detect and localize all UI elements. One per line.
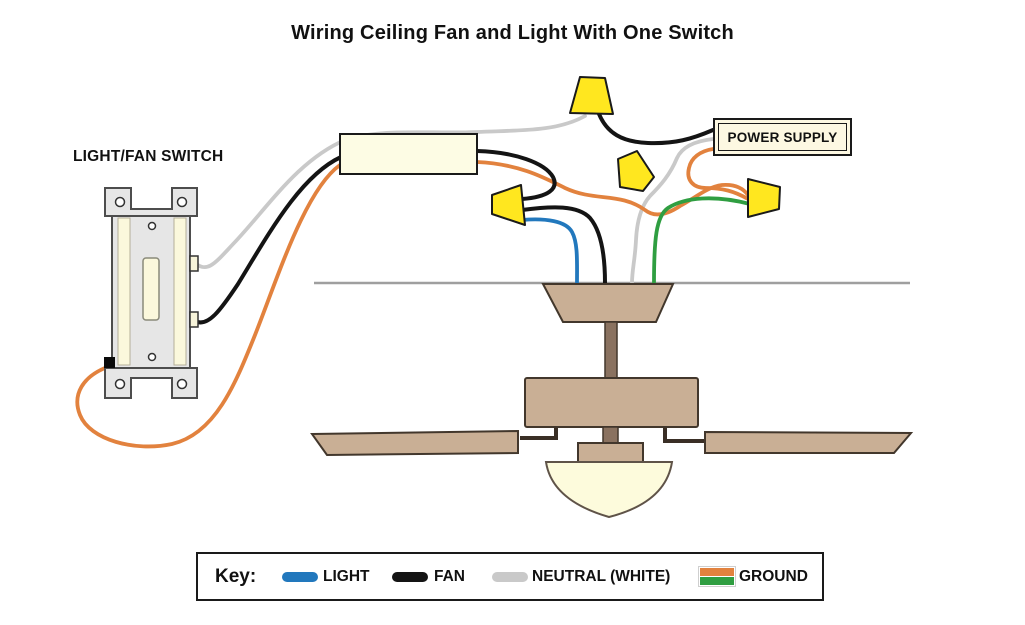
- screw-hole: [114, 378, 126, 390]
- screw-hole: [147, 352, 157, 362]
- ground-wire-swatch: [698, 566, 736, 587]
- legend-label-ground: GROUND: [739, 567, 808, 585]
- fan-light-fitter: [577, 442, 644, 464]
- ground-wire-power-to-nut: [686, 147, 750, 201]
- ground-wire-switch-to-box: [75, 163, 342, 449]
- fan-light-globe: [544, 461, 674, 519]
- screw-hole: [176, 378, 188, 390]
- wire-nut-left: [491, 184, 526, 226]
- legend-label-neutral: NEUTRAL (WHITE): [532, 567, 671, 585]
- ground-wire-nut-to-fan: [652, 196, 752, 285]
- switch-terminal-neutral: [189, 255, 199, 272]
- fan-light-stem: [602, 426, 619, 445]
- wire-nut-top: [569, 76, 614, 115]
- light-fan-switch: [104, 187, 199, 399]
- legend-label-fan: FAN: [434, 567, 465, 585]
- light-wire-swatch: [282, 571, 318, 582]
- junction-box: [339, 133, 478, 175]
- legend: Key: LIGHT FAN NEUTRAL (WHITE) GROUND: [196, 552, 824, 601]
- wire-nuts: [491, 76, 781, 226]
- switch-toggle[interactable]: [142, 257, 160, 321]
- ground-green-bar: [700, 577, 734, 585]
- fan-blade-right: [704, 430, 914, 454]
- ground-orange-wires: [75, 147, 750, 449]
- legend-swatch-fan: [392, 554, 428, 599]
- fan-motor-housing: [524, 377, 699, 428]
- ceiling-fan: [310, 283, 914, 519]
- fan-downrod: [604, 321, 618, 381]
- fan-wire-nut-to-fan: [520, 205, 607, 285]
- switch-ground-screw: [104, 357, 115, 368]
- light-wire-nut-to-fan: [520, 217, 579, 285]
- wire-nut-right: [747, 178, 781, 218]
- screw-hole: [176, 196, 188, 208]
- switch-terminal-fan: [189, 311, 199, 328]
- ground-orange-bar: [700, 568, 734, 576]
- screw-hole: [147, 221, 157, 231]
- legend-label-light: LIGHT: [323, 567, 370, 585]
- fan-blade-left: [310, 429, 519, 457]
- legend-swatch-light: [282, 554, 318, 599]
- legend-swatch-ground: [698, 554, 736, 599]
- switch-right-strip: [173, 217, 187, 366]
- neutral-wire-swatch: [492, 571, 528, 582]
- fan-canopy: [541, 283, 675, 323]
- fan-blade-iron-left: [520, 427, 558, 440]
- switch-label: LIGHT/FAN SWITCH: [73, 148, 224, 165]
- neutral-wire-power-to-fan: [630, 137, 715, 285]
- fan-blade-iron-right: [663, 427, 705, 443]
- fan-wire-nut-to-power: [597, 112, 715, 146]
- legend-heading: Key:: [215, 565, 257, 587]
- screw-hole: [114, 196, 126, 208]
- page-title: Wiring Ceiling Fan and Light With One Sw…: [291, 22, 734, 44]
- fan-wire-swatch: [392, 571, 428, 582]
- wire-nut-middle: [617, 150, 655, 192]
- fan-wires: [192, 112, 715, 325]
- ground-wire-box-to-nut: [475, 160, 750, 217]
- fan-wire-switch-to-box: [192, 155, 343, 325]
- switch-left-strip: [117, 217, 131, 366]
- power-supply-box: POWER SUPPLY: [713, 118, 852, 156]
- power-supply-label: POWER SUPPLY: [718, 123, 847, 151]
- switch-screw-holes: [114, 196, 188, 390]
- legend-swatch-neutral: [492, 554, 528, 599]
- fan-wire-box-to-nut: [475, 149, 557, 201]
- switch-bottom-plate: [104, 367, 198, 399]
